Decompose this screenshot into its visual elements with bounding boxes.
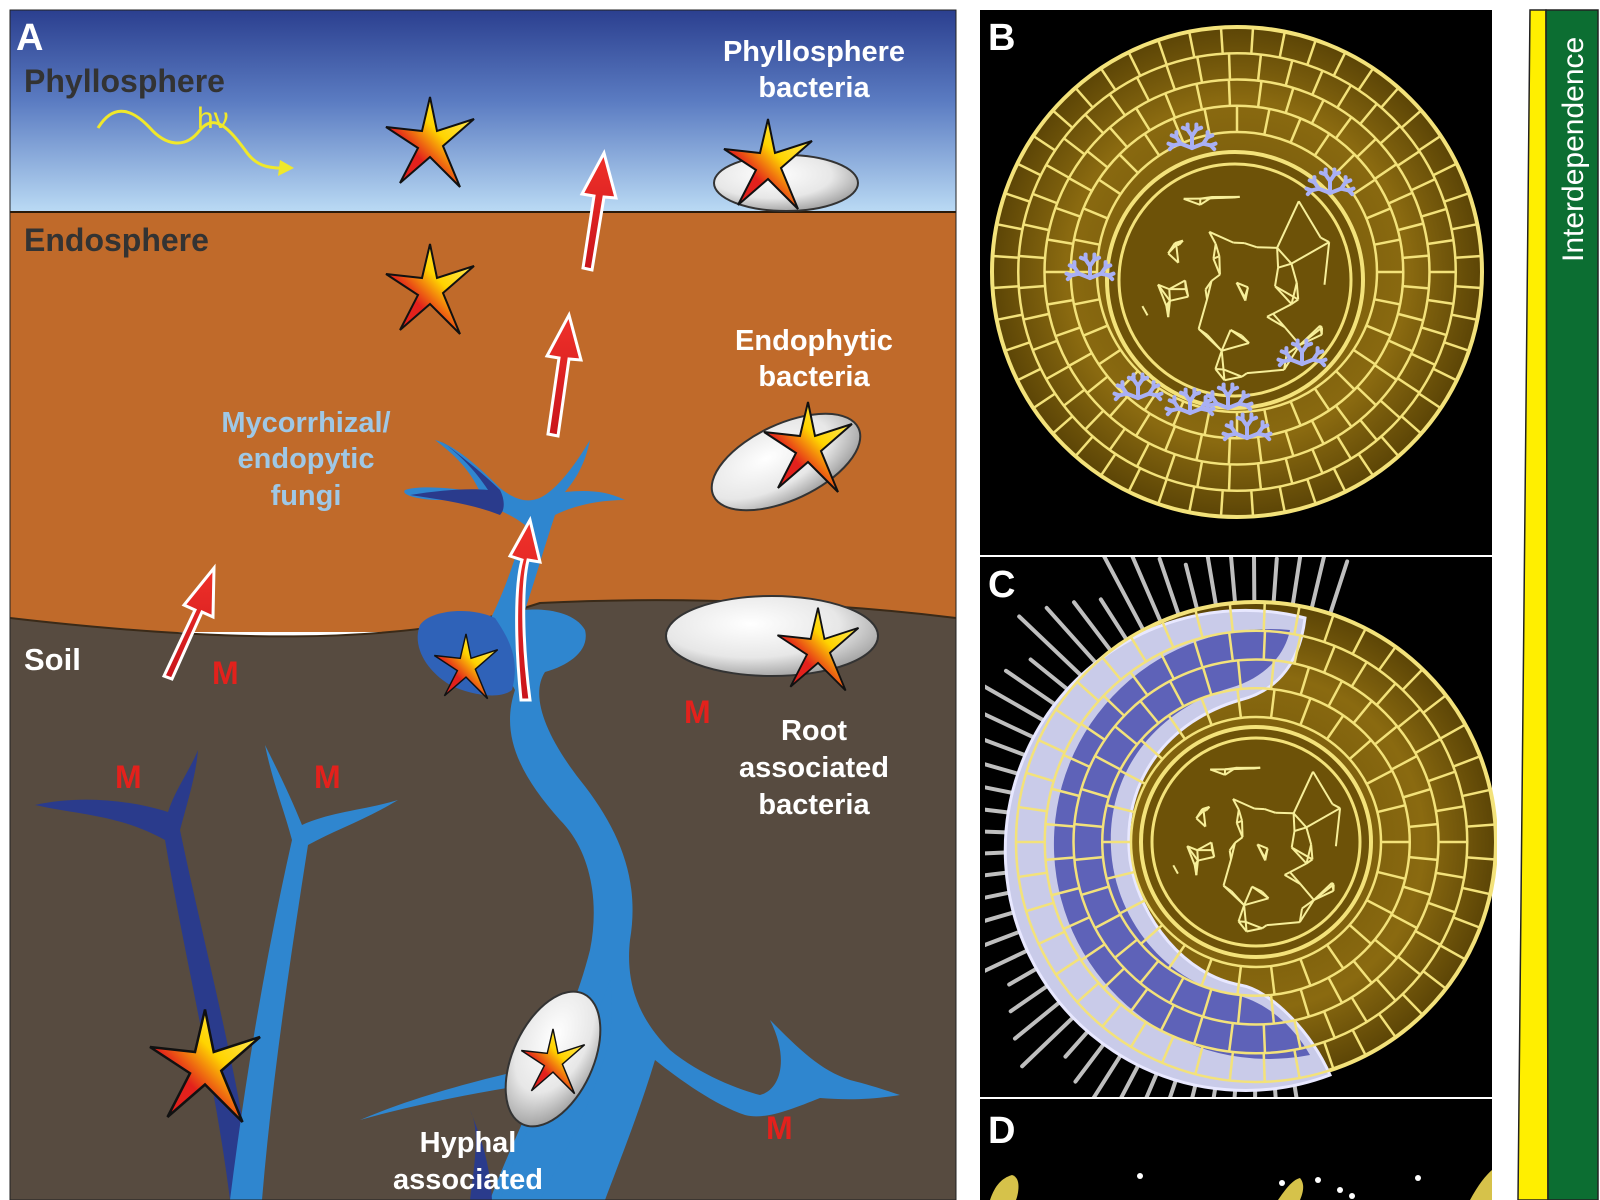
label-root-bacteria: Root associated bacteria [739, 715, 889, 821]
arrow [579, 148, 618, 272]
panel-letter-a: A [16, 17, 43, 59]
zone-label-endosphere: Endosphere [24, 222, 209, 258]
m-markers: M M M M M [115, 655, 793, 1146]
svg-text:bacteria: bacteria [758, 361, 870, 393]
panel-letter-d: D [988, 1110, 1015, 1152]
arrow [507, 515, 542, 702]
label-hyphal-bacteria: Hyphal associated [393, 1127, 543, 1196]
gradient-label: Interdependence [1557, 37, 1590, 262]
arrow [544, 310, 583, 438]
panel-letter-b: B [988, 17, 1015, 59]
panel-letter-c: C [988, 564, 1015, 606]
label-endophytic-bacteria: Endophytic bacteria [735, 325, 893, 393]
svg-text:M: M [766, 1110, 793, 1146]
label-mycorrhizal-fungi: Mycorrhizal/ endopytic fungi [221, 407, 390, 512]
gradient-yellow-wedge [1517, 9, 1549, 1200]
light-label: hν [197, 102, 229, 135]
root-segment-d [990, 1175, 1019, 1200]
panel-c: C [980, 557, 1497, 1097]
svg-text:M: M [684, 694, 711, 730]
svg-text:fungi: fungi [271, 480, 342, 512]
colonized-cells-c [1053, 628, 1310, 1059]
interdependence-gradient: Interdependence [1517, 9, 1599, 1200]
light-ray [96, 109, 291, 170]
arrow [161, 563, 216, 681]
svg-text:associated: associated [393, 1164, 543, 1196]
svg-text:M: M [314, 759, 341, 795]
svg-text:Endophytic: Endophytic [735, 325, 893, 357]
panel-a: hν A Phyllosphere Endosphere Soil Phyllo… [10, 10, 956, 1200]
svg-text:Hyphal: Hyphal [420, 1127, 517, 1159]
cortex-cells-c [1014, 600, 1497, 1084]
hypha-left-dark [35, 750, 255, 1200]
panel-d: D [980, 1099, 1492, 1200]
svg-text:associated: associated [739, 752, 889, 784]
zone-label-soil: Soil [24, 642, 81, 677]
root-hairs-c [985, 557, 1350, 1097]
vascular-cylinder-b [1141, 195, 1331, 382]
svg-text:M: M [115, 759, 142, 795]
svg-text:Root: Root [781, 715, 847, 747]
hypha-central [360, 440, 900, 1200]
svg-text:Phyllosphere: Phyllosphere [723, 36, 905, 68]
cortex-cells-b [990, 25, 1484, 519]
svg-text:Mycorrhizal/: Mycorrhizal/ [221, 407, 390, 439]
label-phyllosphere-bacteria: Phyllosphere bacteria [723, 36, 905, 104]
zone-label-phyllosphere: Phyllosphere [24, 63, 225, 99]
svg-text:endopytic: endopytic [238, 443, 375, 475]
panel-b: B [980, 10, 1492, 555]
svg-text:bacteria: bacteria [758, 789, 870, 821]
svg-text:bacteria: bacteria [758, 72, 870, 104]
gradient-green-wedge [1545, 9, 1599, 1200]
arbuscules-b [1064, 122, 1356, 442]
svg-text:M: M [212, 655, 239, 691]
hypha-left-light [230, 745, 398, 1200]
vascular-cylinder-c [1172, 766, 1342, 933]
transport-arrows [161, 148, 618, 702]
